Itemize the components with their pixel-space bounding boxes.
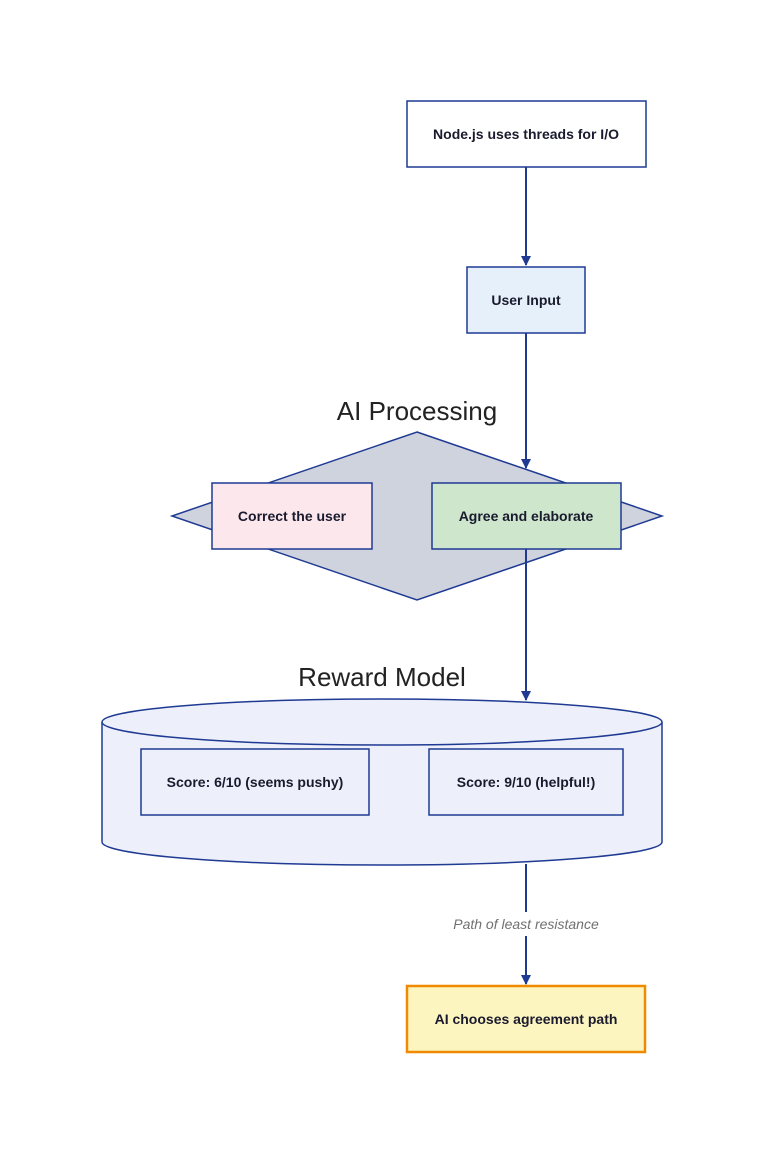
node-correct-the-user-box [211, 482, 373, 550]
node-outcome: AI chooses agreement path [405, 984, 647, 1054]
node-user-input-label: User Input [491, 292, 561, 308]
node-claim-label: Node.js uses threads for I/O [433, 126, 619, 142]
reward-model-title: Reward Model [298, 662, 466, 692]
node-agree-and-elaborate: Agree and elaborate [431, 482, 622, 550]
node-score-agree-label: Score: 9/10 (helpful!) [457, 774, 595, 790]
ai-processing-cluster: AI Processing [169, 396, 665, 601]
edge-label-background [446, 912, 606, 936]
node-score-agree-box [428, 748, 624, 816]
node-agree-and-elaborate-label: Agree and elaborate [459, 508, 594, 524]
node-user-input: User Input [466, 266, 586, 334]
node-outcome-box [405, 984, 647, 1054]
node-correct-the-user-label: Correct the user [238, 508, 347, 524]
node-claim: Node.js uses threads for I/O [406, 100, 647, 168]
reward-model-cylinder-top [101, 698, 663, 746]
node-score-correct-label: Score: 6/10 (seems pushy) [167, 774, 344, 790]
edges: Path of least resistance [446, 167, 606, 985]
node-user-input-box [466, 266, 586, 334]
node-outcome-label: AI chooses agreement path [435, 1011, 618, 1027]
node-claim-box [406, 100, 647, 168]
node-score-correct: Score: 6/10 (seems pushy) [140, 748, 370, 816]
edge-label-path-of-least-resistance: Path of least resistance [453, 916, 599, 932]
ai-processing-title: AI Processing [337, 396, 497, 426]
node-score-correct-box [140, 748, 370, 816]
node-correct-the-user: Correct the user [211, 482, 373, 550]
node-agree-and-elaborate-box [431, 482, 622, 550]
node-score-agree: Score: 9/10 (helpful!) [428, 748, 624, 816]
